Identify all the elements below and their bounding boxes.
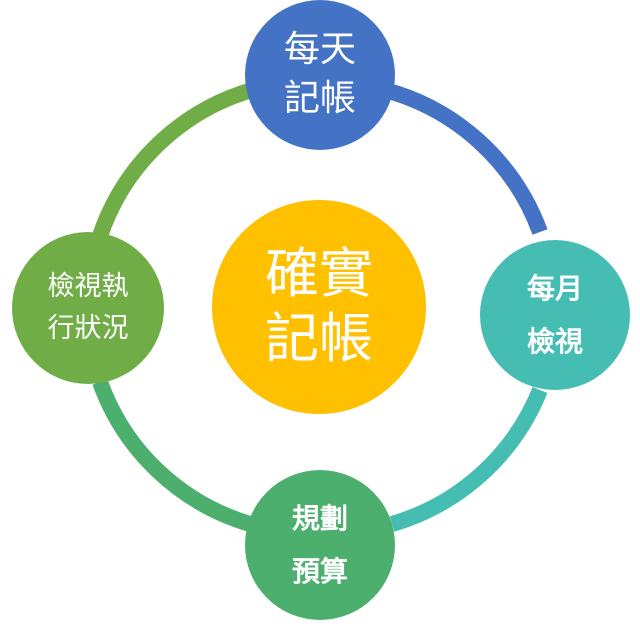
node-review-execution: 檢視執 行狀況 xyxy=(12,232,164,384)
ring-arc-top-right xyxy=(382,82,548,235)
node-left-line1: 檢視執 xyxy=(47,271,129,303)
node-top-line1: 每天 xyxy=(283,29,356,71)
node-center-line1: 確實 xyxy=(265,242,373,306)
node-monthly-review: 每月 檢視 xyxy=(480,240,630,390)
node-daily-bookkeeping: 每天 記帳 xyxy=(245,0,395,150)
node-bottom-line1: 規劃 xyxy=(291,501,348,535)
node-bottom-line2: 預算 xyxy=(291,555,348,588)
ring-arc-bottom-left xyxy=(92,379,253,532)
node-top-line2: 記帳 xyxy=(283,78,356,119)
node-left-line2: 行狀況 xyxy=(47,313,129,344)
ring-arc-left-top xyxy=(92,82,255,239)
node-center-bookkeeping: 確實 記帳 xyxy=(212,200,426,414)
ring-arc-right-bottom xyxy=(389,387,548,532)
node-plan-budget: 規劃 預算 xyxy=(245,470,395,620)
node-right-line2: 檢視 xyxy=(526,325,583,358)
node-right-line1: 每月 xyxy=(526,271,583,305)
node-center-line2: 記帳 xyxy=(265,307,373,370)
